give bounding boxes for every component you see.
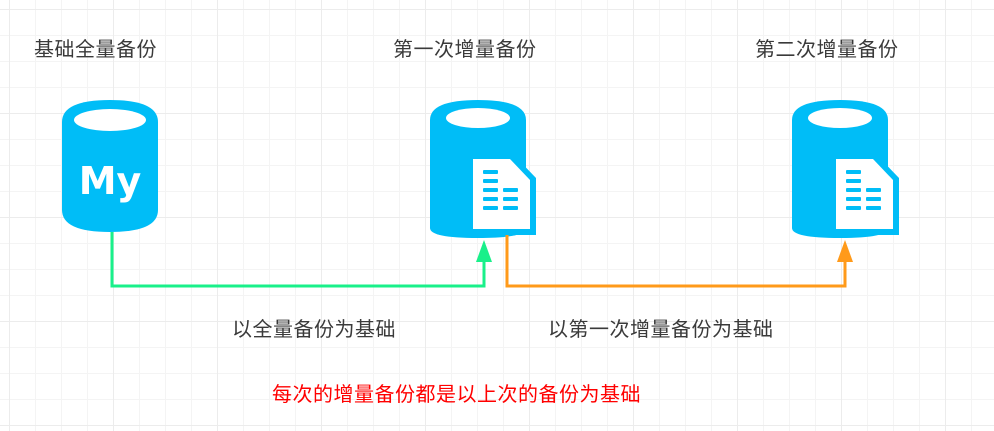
database-document-icon — [430, 100, 536, 238]
node-title-full-backup: 基础全量备份 — [34, 37, 157, 61]
arrow-head-icon — [837, 240, 853, 262]
mysql-logo-text: My — [79, 159, 142, 203]
edge-label-full-to-inc1: 以全量备份为基础 — [232, 317, 396, 341]
connector-full-to-inc1 — [110, 232, 492, 288]
connector-inc1-to-inc2 — [505, 235, 853, 288]
node-title-second-incremental: 第二次增量备份 — [755, 37, 899, 61]
arrow-head-icon — [476, 240, 492, 262]
summary-note: 每次的增量备份都是以上次的备份为基础 — [272, 382, 641, 406]
node-title-first-incremental: 第一次增量备份 — [393, 37, 537, 61]
mysql-database-icon: My — [62, 100, 158, 232]
edge-label-inc1-to-inc2: 以第一次增量备份为基础 — [548, 317, 774, 341]
database-document-icon — [792, 100, 899, 238]
